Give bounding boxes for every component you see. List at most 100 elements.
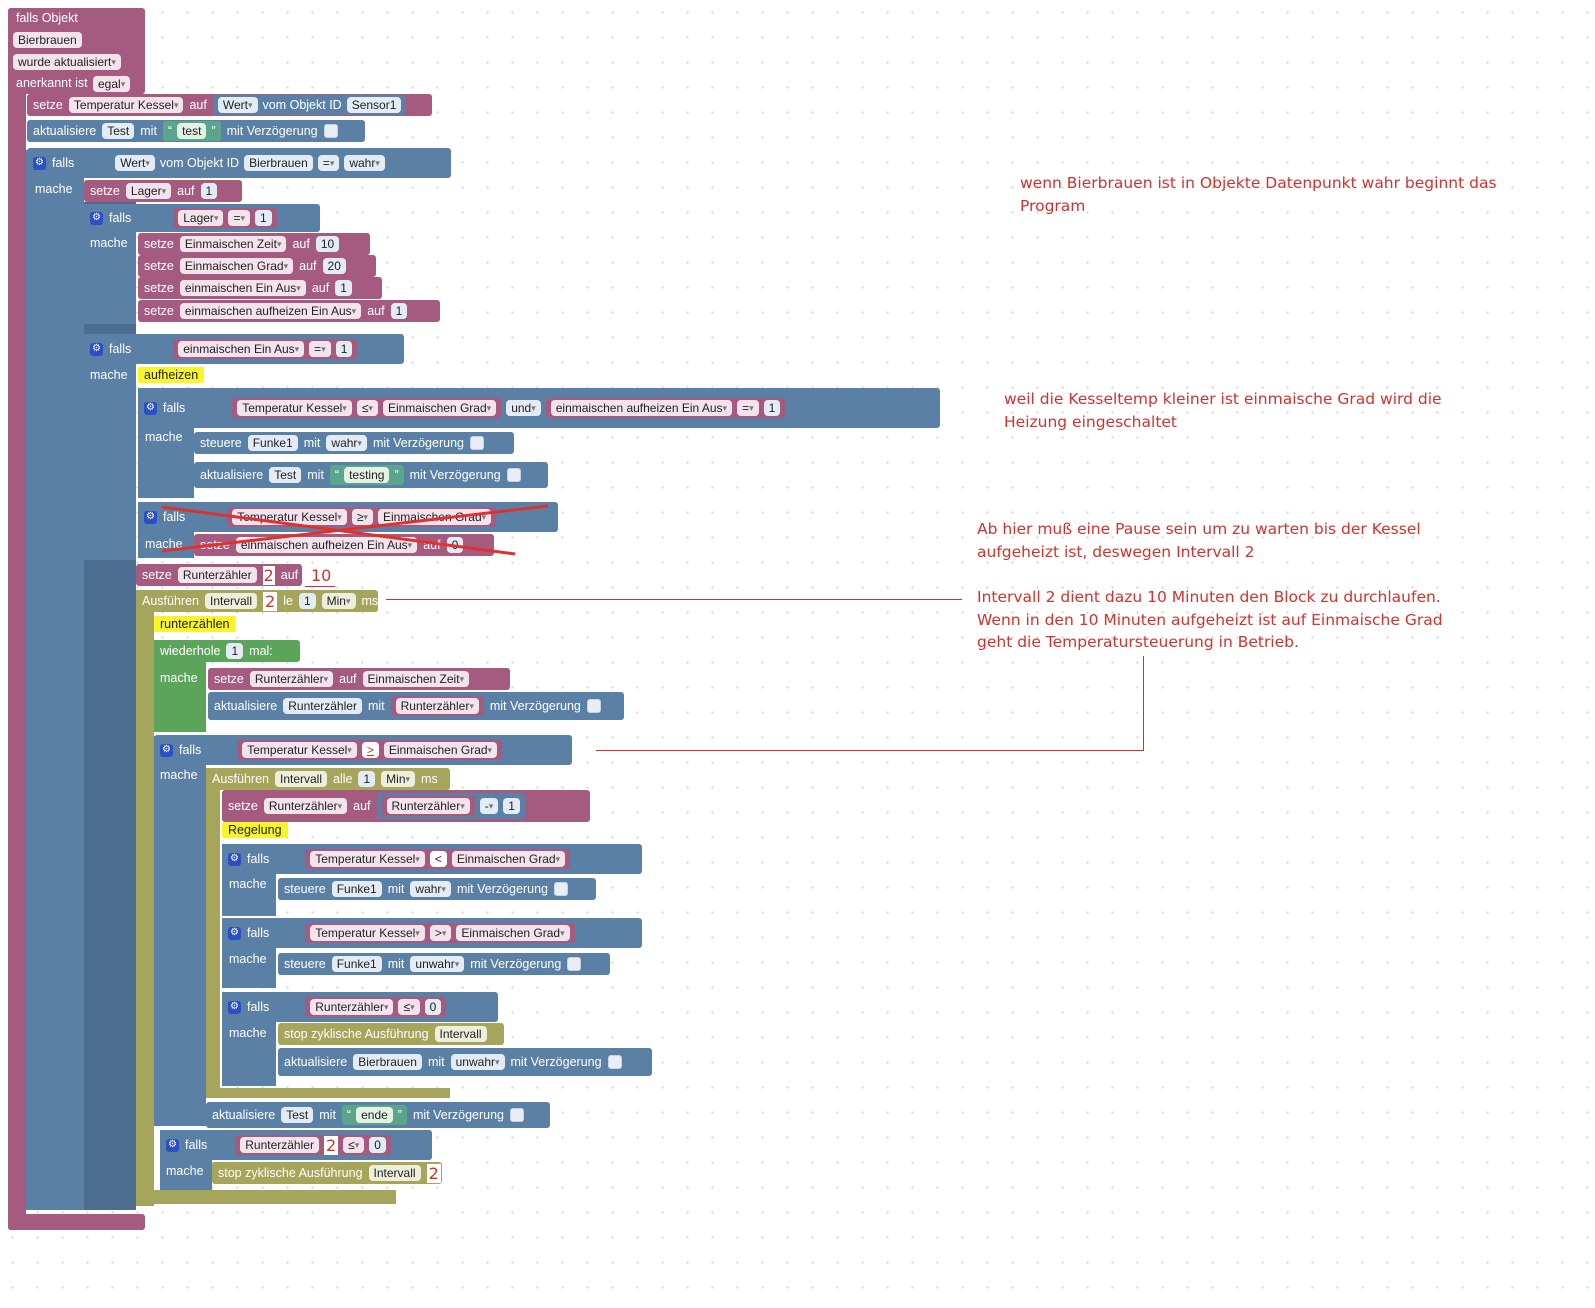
operator-dropdown[interactable]: = — [317, 155, 340, 171]
setze-einmaischen-grad[interactable]: setze Einmaischen Grad auf 20 — [138, 255, 376, 277]
delay-checkbox[interactable] — [323, 124, 338, 138]
number-field[interactable]: 1 — [200, 183, 218, 199]
regelung-falls-gt[interactable]: ⚙ falls Temperatur Kessel > Einmaischen … — [222, 918, 642, 948]
compare-block[interactable]: Temperatur Kessel ≥ Einmaischen Grad — [227, 507, 497, 527]
var-dropdown[interactable]: Temperatur Kessel — [232, 509, 347, 525]
falls-lager-header[interactable]: ⚙ falls Lager = 1 — [84, 204, 320, 232]
operator-field[interactable]: < — [429, 851, 447, 867]
var-dropdown[interactable]: Temperatur Kessel — [237, 400, 352, 416]
var-dropdown[interactable]: Runterzähler — [263, 798, 348, 814]
interval2-spine[interactable] — [136, 590, 154, 1206]
setze-runterzaehler-minus[interactable]: setze Runterzähler auf Runterzähler - 1 — [222, 790, 590, 822]
var-dropdown[interactable]: einmaischen aufheizen Ein Aus — [550, 400, 733, 416]
var-dropdown[interactable]: einmaischen aufheizen Ein Aus — [179, 303, 362, 319]
delay-checkbox[interactable] — [553, 882, 568, 896]
var-field[interactable]: Runterzähler — [177, 567, 257, 583]
string-block[interactable]: “ende” — [341, 1105, 407, 1125]
interval-name-field[interactable]: Intervall — [274, 771, 328, 787]
unit-dropdown[interactable]: Min — [321, 593, 356, 609]
gear-icon[interactable]: ⚙ — [160, 743, 173, 757]
object-field[interactable]: Bierbrauen — [353, 1054, 422, 1070]
operator-dropdown[interactable]: ≥ — [351, 509, 373, 525]
number-field[interactable]: 1 — [390, 303, 408, 319]
falls-aufheizen-header[interactable]: ⚙ falls Temperatur Kessel ≤ Einmaischen … — [138, 388, 940, 428]
gear-icon[interactable]: ⚙ — [228, 852, 241, 866]
steuere-funke1-wahr-2[interactable]: steuere Funke1 mit wahr mit Verzögerung — [278, 878, 596, 900]
number-field[interactable]: 1 — [226, 643, 244, 659]
steuere-funke1-wahr[interactable]: steuere Funke1 mit wahr mit Verzögerung — [194, 432, 514, 454]
bool-dropdown[interactable]: wahr — [344, 155, 385, 171]
operator-dropdown[interactable]: = — [228, 210, 251, 226]
function-regelung[interactable]: Regelung — [222, 822, 288, 838]
var-field[interactable]: Runterzähler — [240, 1137, 319, 1153]
string-block[interactable]: “test” — [162, 121, 221, 141]
wert-dropdown[interactable]: Wert — [115, 155, 155, 171]
var-dropdown[interactable]: Temperatur Kessel — [310, 851, 425, 867]
event-block-spine[interactable] — [8, 8, 26, 1230]
compare-block[interactable]: einmaischen aufheizen Ein Aus = 1 — [545, 398, 786, 418]
number-field[interactable]: 1 — [298, 593, 316, 609]
number-field[interactable]: 1 — [358, 771, 376, 787]
var-dropdown[interactable]: Lager — [125, 183, 172, 199]
trigger-dropdown[interactable]: wurde aktualisiert — [13, 54, 121, 70]
falls-bierbrauen-header[interactable]: ⚙ falls Wert vom Objekt ID Bierbrauen = … — [27, 148, 451, 178]
number-field[interactable]: 1 — [503, 798, 520, 814]
aktualisiere-test-block[interactable]: aktualisiere Test mit “test” mit Verzöge… — [27, 120, 365, 142]
var-dropdown[interactable]: Temperatur Kessel — [310, 925, 425, 941]
ack-dropdown[interactable]: egal — [93, 76, 131, 92]
stop-intervall-2[interactable]: stop zyklische Ausführung Intervall 2 — [212, 1162, 442, 1184]
object-field[interactable]: Bierbrauen — [13, 32, 82, 48]
bool-dropdown[interactable]: unwahr — [450, 1054, 505, 1070]
number-field[interactable]: 0 — [424, 999, 442, 1015]
var-dropdown[interactable]: Einmaischen Grad — [383, 742, 498, 758]
falls-einmaischen-header[interactable]: ⚙ falls einmaischen Ein Aus = 1 — [84, 334, 404, 364]
gear-icon[interactable]: ⚙ — [228, 926, 241, 940]
get-value-block[interactable]: Wert vom Objekt ID Sensor1 — [212, 95, 407, 115]
var-dropdown[interactable]: einmaischen Ein Aus — [179, 280, 306, 296]
object-field[interactable]: Test — [102, 123, 135, 139]
wert-dropdown[interactable]: Wert — [217, 97, 258, 113]
interval-name-field[interactable]: Intervall — [368, 1165, 421, 1181]
gear-icon[interactable]: ⚙ — [144, 510, 157, 524]
compare-block[interactable]: Temperatur Kessel > Einmaischen Grad — [305, 923, 575, 943]
stop-intervall[interactable]: stop zyklische Ausführung Intervall — [278, 1023, 504, 1045]
var-dropdown[interactable]: Einmaischen Grad — [456, 925, 570, 941]
function-runterzaehlen[interactable]: runterzählen — [154, 616, 236, 632]
bool-dropdown[interactable]: unwahr — [410, 956, 465, 972]
number-field[interactable]: 1 — [335, 280, 352, 296]
object-field[interactable]: Test — [281, 1107, 314, 1123]
aktualisiere-test-ende[interactable]: aktualisiere Test mit “ende” mit Verzöge… — [206, 1102, 550, 1128]
bool-dropdown[interactable]: wahr — [410, 881, 451, 897]
compare-block[interactable]: Temperatur Kessel < Einmaischen Grad — [305, 849, 571, 869]
logic-and-block[interactable]: Temperatur Kessel ≤ Einmaischen Grad und… — [227, 393, 791, 423]
setze-einmaischen-zeit[interactable]: setze Einmaischen Zeit auf 10 — [138, 233, 370, 255]
string-block[interactable]: “testing” — [329, 465, 404, 485]
bool-dropdown[interactable]: wahr — [326, 435, 367, 451]
compare-block[interactable]: Wert vom Objekt ID Bierbrauen = wahr — [110, 153, 390, 173]
setze-einmaischen-aufheizen[interactable]: setze einmaischen aufheizen Ein Aus auf … — [138, 300, 440, 322]
setze-runterzaehler-2[interactable]: setze Runterzähler 2 auf — [136, 564, 302, 586]
number-field[interactable]: 10 — [315, 236, 340, 252]
gear-icon[interactable]: ⚙ — [90, 342, 103, 356]
compare-block[interactable]: Runterzähler ≤ 0 — [305, 997, 447, 1017]
string-field[interactable]: testing — [344, 467, 390, 483]
object-field[interactable]: Funke1 — [331, 956, 382, 972]
operator-dropdown[interactable]: ≤ — [343, 1137, 365, 1153]
operator-field-red[interactable]: > — [361, 742, 379, 758]
delay-checkbox[interactable] — [567, 957, 582, 971]
falls-einmaischen-spine[interactable] — [84, 334, 136, 560]
regelung-falls-le0[interactable]: ⚙ falls Runterzähler ≤ 0 — [222, 992, 498, 1022]
object-field[interactable]: Funke1 — [247, 435, 298, 451]
var-block[interactable]: Runterzähler — [381, 796, 475, 816]
var-dropdown[interactable]: einmaischen Ein Aus — [178, 341, 305, 357]
operator-dropdown[interactable]: ≤ — [356, 400, 378, 416]
interval2-header[interactable]: Ausführen Intervall 2 le 1 Min ms — [136, 590, 378, 612]
interval-name-field[interactable]: Intervall — [204, 593, 258, 609]
setze-lager-block[interactable]: setze Lager auf 1 — [84, 180, 242, 202]
operator-dropdown[interactable]: > — [429, 925, 452, 941]
var-dropdown[interactable]: Einmaischen Grad — [377, 509, 492, 525]
var-dropdown[interactable]: Runterzähler — [395, 698, 479, 714]
gear-icon[interactable]: ⚙ — [33, 156, 46, 170]
number-field[interactable]: 1 — [335, 341, 353, 357]
operator-dropdown[interactable]: = — [309, 341, 331, 357]
